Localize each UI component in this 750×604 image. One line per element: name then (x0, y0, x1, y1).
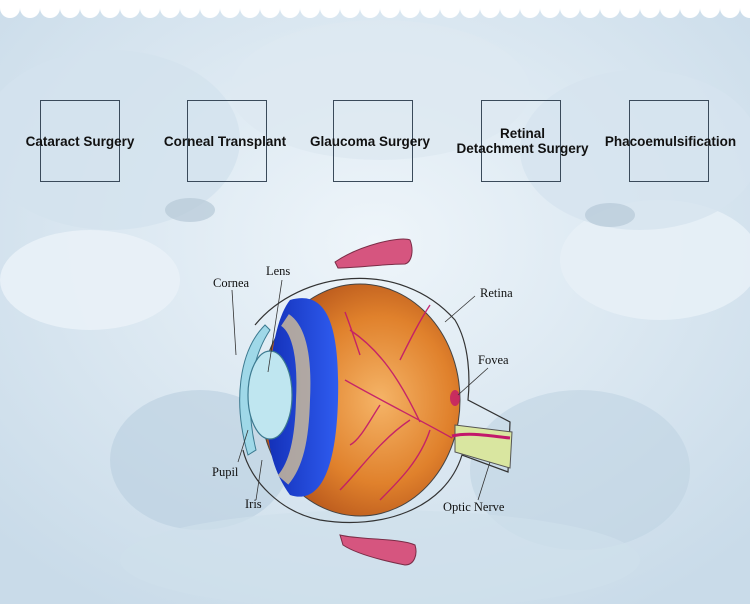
procedure-box-retinal-detachment[interactable] (481, 100, 561, 182)
optic-nerve (454, 424, 513, 469)
label-pupil: Pupil (212, 465, 239, 479)
procedure-box-corneal-transplant[interactable] (187, 100, 267, 182)
label-retina: Retina (480, 286, 513, 300)
label-iris: Iris (245, 497, 262, 511)
procedure-box-cataract[interactable] (40, 100, 120, 182)
label-optic-nerve: Optic Nerve (443, 500, 505, 514)
scalloped-top-border (0, 0, 750, 18)
label-fovea: Fovea (478, 353, 509, 367)
procedure-box-glaucoma[interactable] (333, 100, 413, 182)
procedure-label-retinal-line1: Retinal (499, 126, 545, 141)
procedure-label-cataract: Cataract Surgery (25, 133, 135, 149)
procedure-label-corneal-transplant: Corneal Transplant (163, 133, 287, 149)
procedure-label-retinal-detachment: Retinal Detachment Surgery (450, 100, 595, 182)
superior-muscle (334, 238, 413, 269)
inferior-muscle (339, 534, 417, 566)
label-lens: Lens (266, 264, 290, 278)
procedure-label-glaucoma: Glaucoma Surgery (309, 133, 431, 149)
procedure-label-phacoemulsification: Phacoemulsification (604, 133, 737, 149)
procedure-box-phacoemulsification[interactable] (629, 100, 709, 182)
label-cornea: Cornea (213, 276, 250, 290)
procedure-label-retinal-line2: Detachment Surgery (456, 141, 589, 156)
lens (247, 350, 293, 440)
cornea (239, 324, 271, 456)
